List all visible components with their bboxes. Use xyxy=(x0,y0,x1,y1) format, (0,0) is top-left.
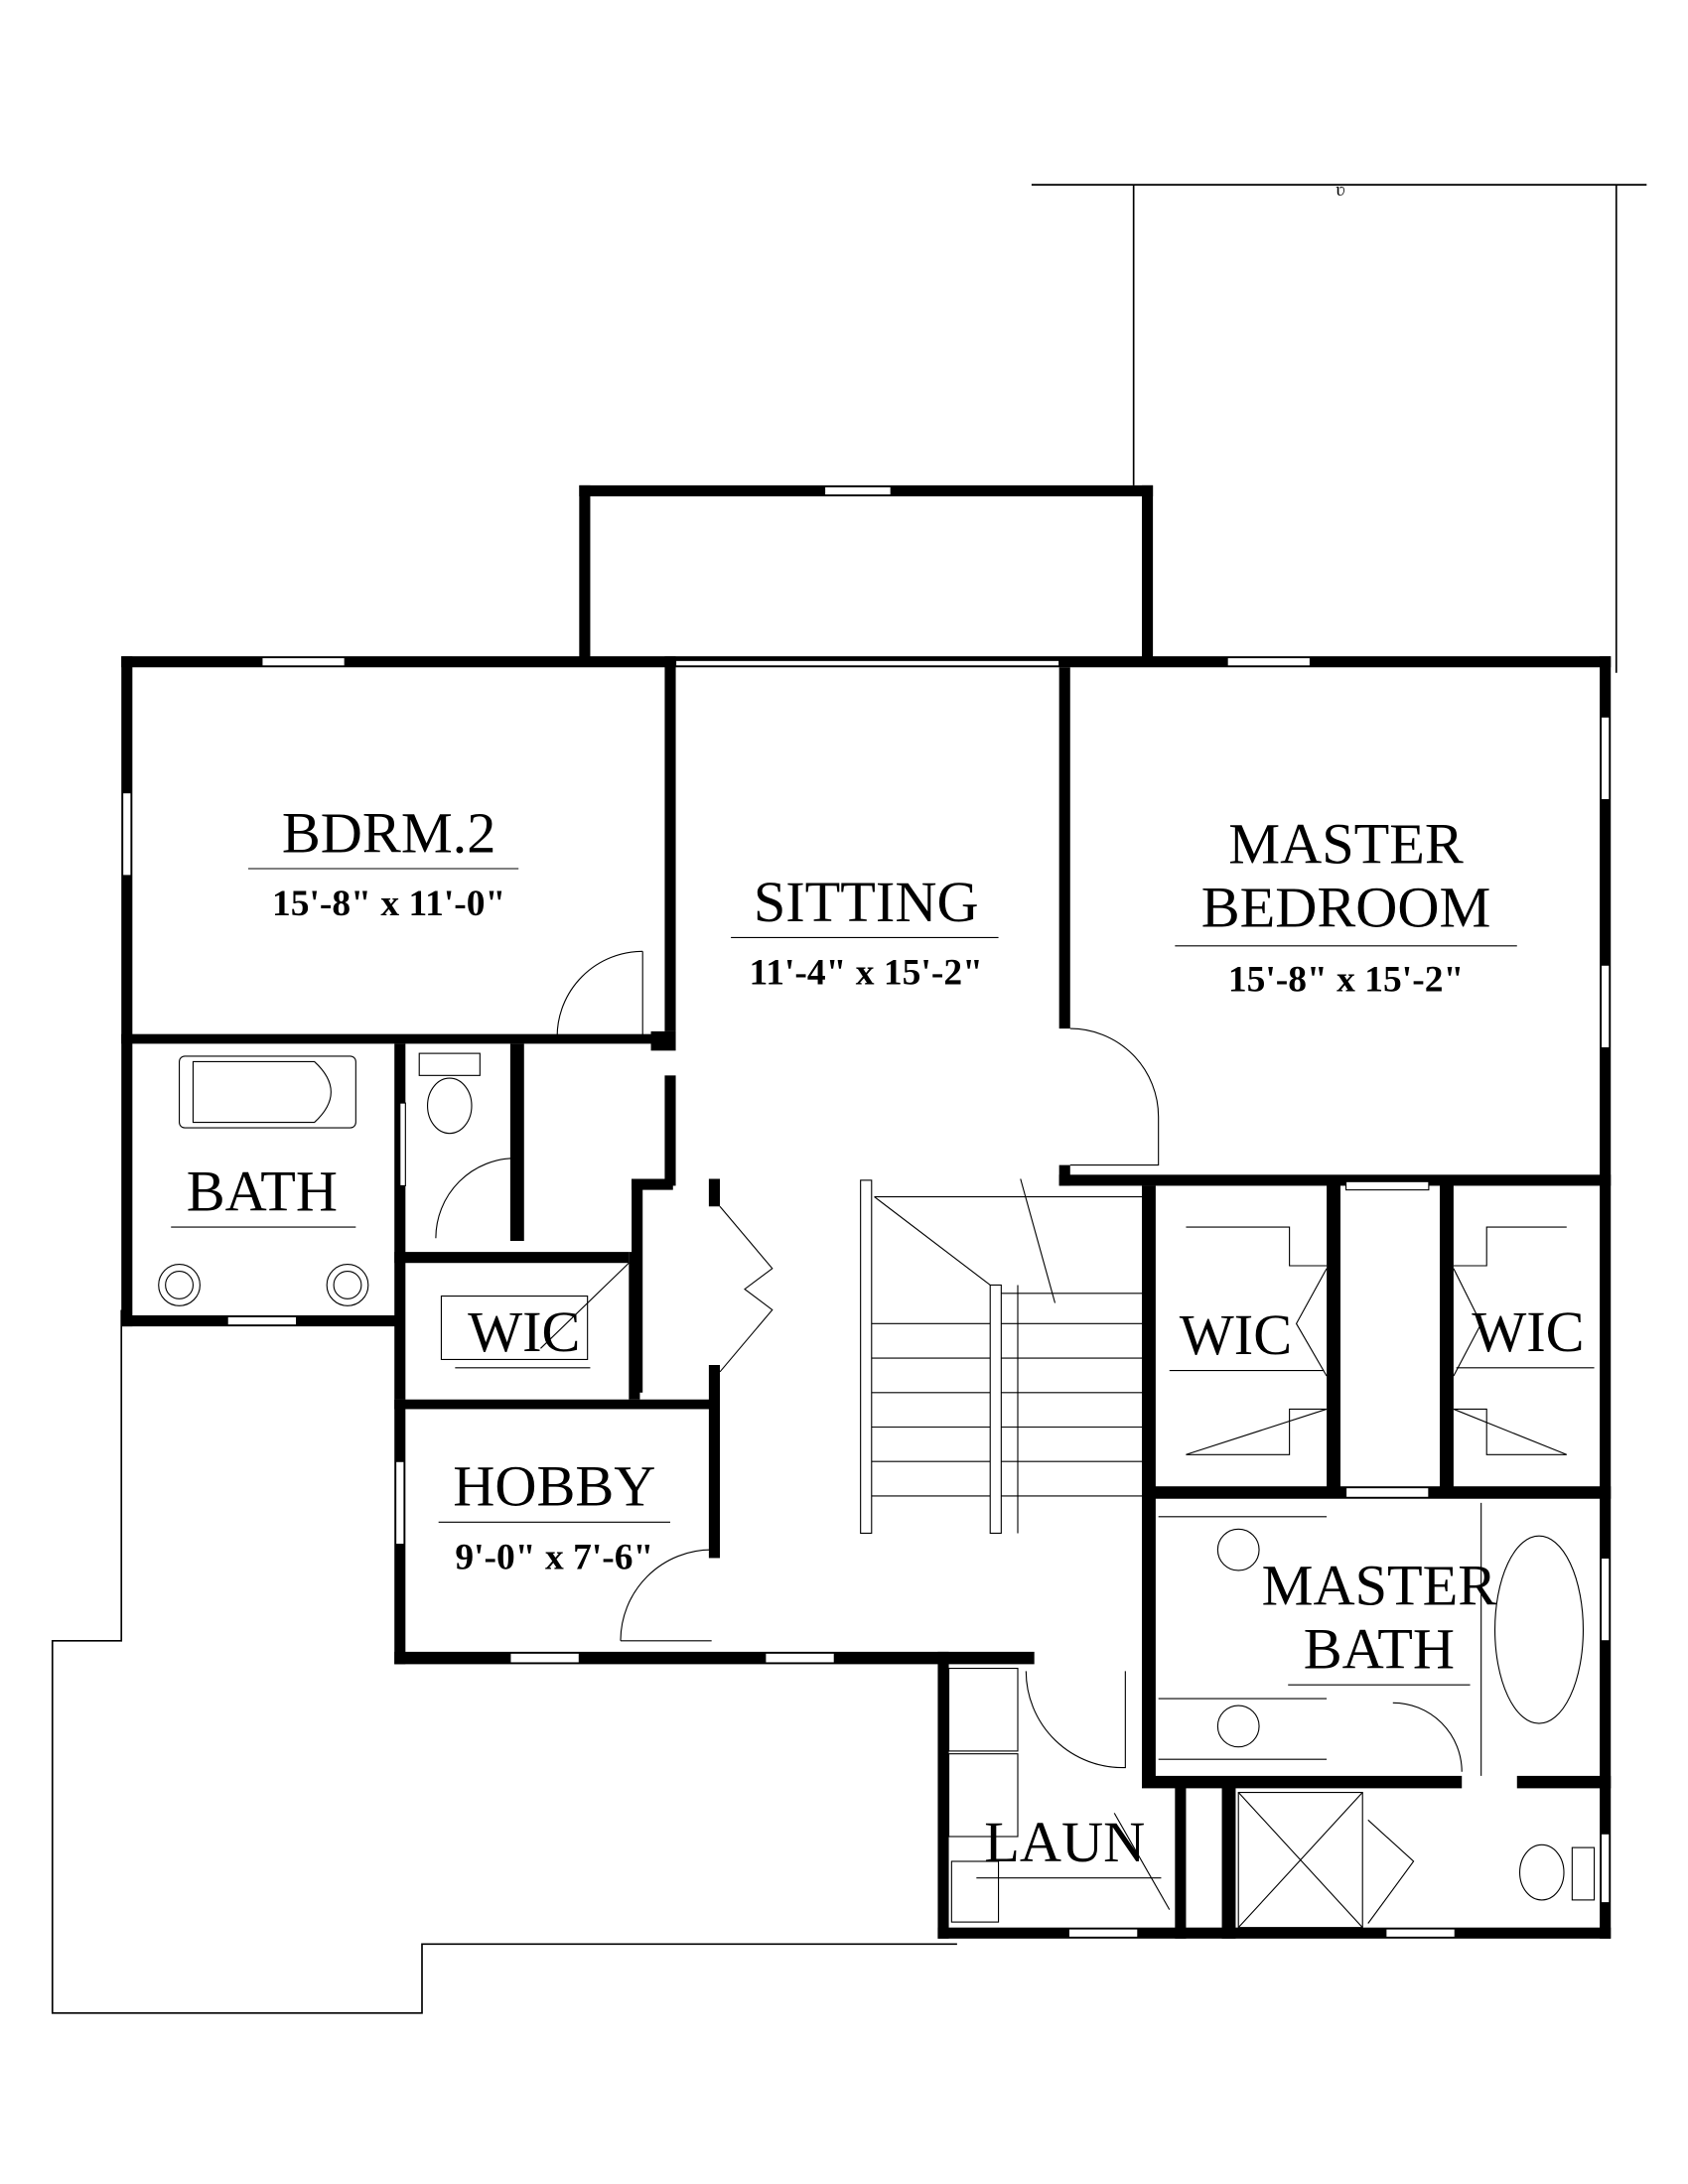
room-name-master-bedroom-line2: BEDROOM xyxy=(1201,875,1491,939)
room-labels: BDRM.2 15'-8" x 11'-0" SITTING 11'-4" x … xyxy=(171,800,1595,1879)
roof-pitch-mark: ʋ xyxy=(1336,180,1344,201)
room-name-master-bath-line2: BATH xyxy=(1304,1617,1455,1682)
sink-icon xyxy=(1216,1528,1260,1571)
toilet-icon xyxy=(1519,1843,1565,1901)
sink-icon xyxy=(158,1264,201,1306)
room-name-wic-right: WIC xyxy=(1472,1299,1584,1364)
room-dims-master-bedroom: 15'-8" x 15'-2" xyxy=(1228,960,1464,1001)
roof-outline-lines: ʋ xyxy=(51,180,1647,2014)
room-name-wic-left: WIC xyxy=(1180,1302,1292,1367)
room-name-master-bedroom-line1: MASTER xyxy=(1228,811,1464,876)
room-name-bath: BATH xyxy=(187,1159,338,1223)
sink-icon xyxy=(326,1264,369,1306)
sink-icon xyxy=(1216,1705,1260,1748)
toilet-icon xyxy=(427,1077,473,1135)
room-name-sitting: SITTING xyxy=(754,870,979,934)
room-name-hobby: HOBBY xyxy=(453,1454,655,1519)
toilet-tank-icon xyxy=(418,1052,481,1076)
room-name-wic-hall: WIC xyxy=(468,1299,580,1364)
walls xyxy=(121,484,1612,1939)
room-dims-hobby: 9'-0" x 7'-6" xyxy=(455,1538,653,1578)
windows xyxy=(122,485,1611,1938)
room-dims-sitting: 11'-4" x 15'-2" xyxy=(750,953,983,994)
room-name-bdrm2: BDRM.2 xyxy=(282,800,496,865)
room-name-laun: LAUN xyxy=(984,1810,1145,1874)
doors xyxy=(435,950,1463,1924)
dryer-icon xyxy=(947,1753,1019,1838)
laundry-sink-icon xyxy=(950,1860,1000,1923)
room-dims-bdrm2: 15'-8" x 11'-0" xyxy=(272,884,505,924)
tub-icon xyxy=(1494,1535,1584,1724)
fixtures xyxy=(158,1052,1596,1929)
bathtub-icon xyxy=(179,1055,356,1129)
room-name-master-bath-line1: MASTER xyxy=(1262,1554,1497,1618)
shower-icon xyxy=(1237,1792,1363,1929)
washer-icon xyxy=(947,1668,1019,1752)
staircase xyxy=(860,1178,1145,1534)
